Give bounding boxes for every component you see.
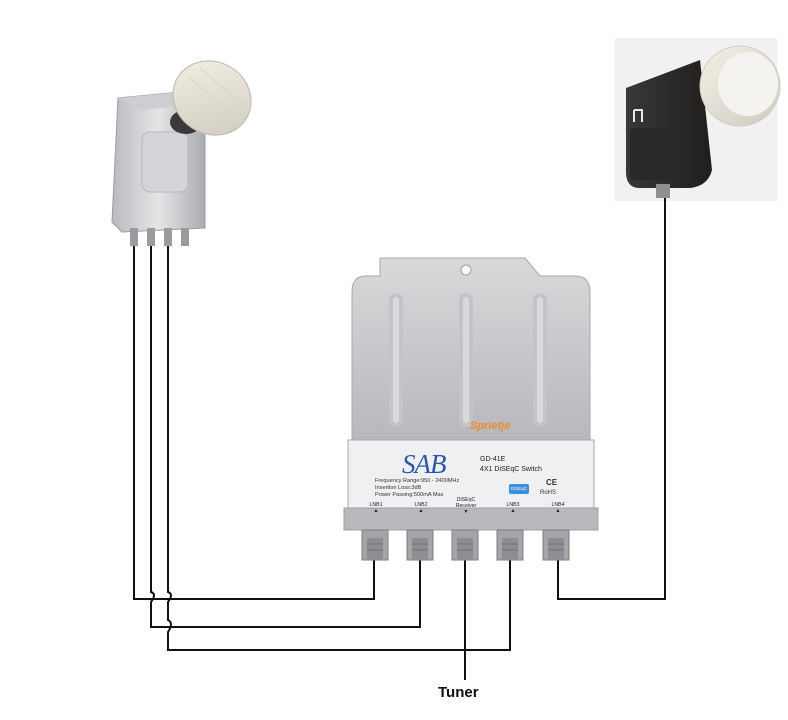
rohs-mark: RoHS [540, 490, 557, 496]
cable-lnb2 [150, 246, 421, 628]
port-arrow: ▲ [418, 508, 424, 514]
port-name: LNB1 [369, 502, 383, 508]
port-label-lnb1: LNB1 ▲ [361, 502, 391, 514]
port-name: LNB4 [551, 502, 565, 508]
f-connectors [361, 529, 570, 561]
diseqc-switch-icon [343, 257, 599, 561]
cable-lnb3 [167, 246, 511, 651]
port-arrow: ▲ [373, 508, 379, 514]
tuner-label: Tuner [438, 684, 479, 701]
cable-lnb4 [557, 198, 666, 600]
port-arrow: ▼ [463, 509, 469, 515]
switch-subtitle: 4X1 DiSEqC Switch [480, 466, 542, 473]
spec-frequency: Frequency Range:950 - 2400MHz [375, 478, 460, 484]
quad-lnb-icon [111, 60, 252, 246]
port-arrow: ▲ [510, 508, 516, 514]
diseqc-badge: DiSEqC [509, 484, 529, 494]
switch-model: GD-41E [480, 456, 506, 463]
port-label-receiver: DiSEqC Receiver ▼ [451, 497, 481, 515]
spec-insertion-loss: Insertion Loss:3dB [375, 485, 422, 491]
ce-mark: CE [546, 478, 558, 487]
port-name: LNB2 [414, 502, 428, 508]
port-arrow: ▲ [555, 508, 561, 514]
cable-lnb1 [133, 246, 375, 600]
single-lnb-icon [615, 38, 781, 201]
coax-cables [133, 198, 666, 680]
port-label-lnb3: LNB3 ▲ [498, 502, 528, 514]
sab-logo: SAB [402, 449, 446, 479]
spec-power-passing: Power Passing:500mA Max [375, 492, 444, 498]
port-label-lnb4: LNB4 ▲ [543, 502, 573, 514]
port-name: DiSEqC Receiver [455, 497, 477, 509]
port-label-lnb2: LNB2 ▲ [406, 502, 436, 514]
brand-watermark: Sprietje [470, 420, 511, 432]
port-name: LNB3 [506, 502, 520, 508]
